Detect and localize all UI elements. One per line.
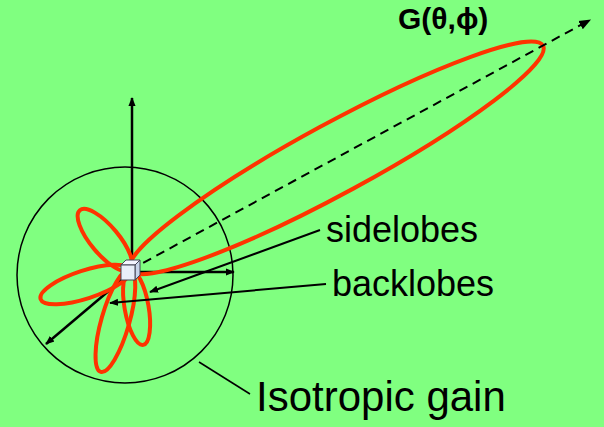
leader-arrow	[110, 284, 326, 303]
backlobe-label: backlobes	[332, 264, 494, 304]
isotropic-label: Isotropic gain	[256, 374, 506, 420]
z-axis	[131, 98, 134, 266]
boresight-line	[130, 20, 590, 270]
gain-symbol: G(θ,ϕ)	[398, 2, 488, 35]
minor-lobes	[36, 201, 155, 376]
leader-arrow	[150, 230, 320, 292]
antenna-cube	[121, 260, 140, 280]
backlobe	[87, 266, 143, 376]
sidelobe-label: sidelobes	[326, 210, 478, 250]
leader-line	[199, 362, 250, 394]
main-lobe	[113, 15, 559, 301]
backlobe	[36, 257, 134, 313]
